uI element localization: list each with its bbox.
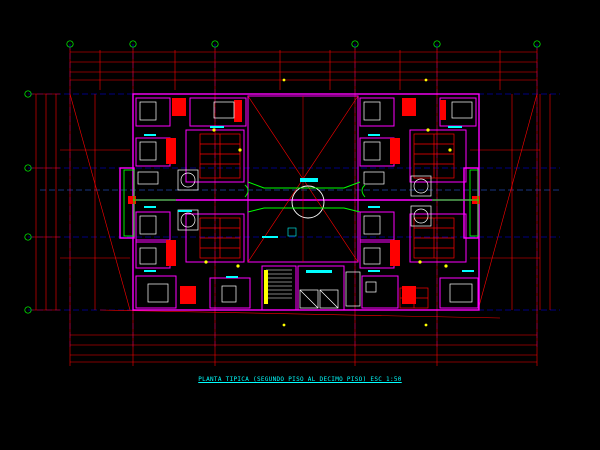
structural-columns (128, 98, 480, 304)
dining-table (180, 172, 196, 188)
bed (139, 215, 157, 235)
bed (363, 247, 381, 265)
bed (449, 283, 473, 303)
dining-table (180, 212, 196, 228)
bed (147, 283, 169, 303)
bathroom-fixtures (199, 133, 455, 309)
axis-bubble-top-1 (66, 40, 74, 48)
axis-bubble-top-2 (129, 40, 137, 48)
bed (451, 101, 473, 119)
dining-table (413, 208, 429, 224)
axis-bubble-top-4 (351, 40, 359, 48)
furniture (137, 101, 473, 303)
openings (123, 169, 479, 237)
dining-table (413, 178, 429, 194)
axis-bubble-top-5 (433, 40, 441, 48)
axis-bubble-top-6 (533, 40, 541, 48)
symbol-markers (204, 78, 452, 327)
stair-elevator-core (261, 265, 361, 311)
axis-bubble-top-3 (211, 40, 219, 48)
bed (363, 101, 381, 121)
room-label-marks (144, 126, 474, 278)
bed (139, 101, 157, 121)
central-void (247, 95, 361, 263)
bed (213, 101, 235, 119)
axis-bubble-left-c (24, 233, 32, 241)
sofa (363, 171, 385, 185)
bed (363, 141, 381, 161)
axis-bubble-left-a (24, 90, 32, 98)
bed (139, 141, 157, 161)
drawing-title: PLANTA TIPICA (SEGUNDO PISO AL DECIMO PI… (198, 376, 402, 383)
stair-core-circle (291, 185, 325, 219)
sofa (137, 171, 159, 185)
bed (363, 215, 381, 235)
axis-bubble-left-d (24, 306, 32, 314)
axis-bubbles (24, 40, 541, 314)
bed (139, 247, 157, 265)
axis-bubble-left-b (24, 164, 32, 172)
